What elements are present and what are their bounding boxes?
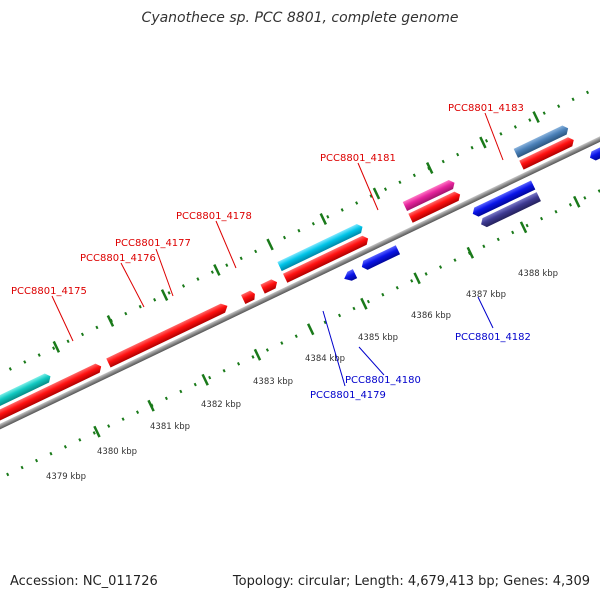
major-tick bbox=[372, 187, 381, 200]
leader-line bbox=[357, 162, 379, 211]
tick-label: 4380 kbp bbox=[97, 447, 137, 457]
cds-gene-4174[interactable] bbox=[0, 362, 103, 437]
teal-feature-4174[interactable] bbox=[0, 372, 53, 425]
genome-rotated-group bbox=[0, 60, 600, 511]
major-tick bbox=[413, 272, 421, 285]
tick-label: 4385 kbp bbox=[358, 333, 398, 343]
cyan-feature-4178[interactable] bbox=[277, 222, 364, 272]
gene-label-4180[interactable]: PCC8801_4180 bbox=[345, 375, 421, 386]
leader-line bbox=[358, 346, 385, 376]
major-tick bbox=[479, 136, 487, 149]
gene-label-4176[interactable]: PCC8801_4176 bbox=[80, 253, 156, 264]
major-ticks bbox=[52, 111, 581, 438]
gene-label-4177[interactable]: PCC8801_4177 bbox=[115, 238, 191, 249]
major-tick bbox=[266, 238, 274, 251]
leader-line bbox=[484, 112, 504, 161]
genome-backbone bbox=[0, 102, 600, 470]
tick-labels: 4379 kbp 4380 kbp 4381 kbp 4382 kbp 4383… bbox=[46, 269, 558, 482]
major-tick bbox=[519, 221, 528, 234]
leader-line bbox=[120, 262, 145, 308]
gene-label-4182[interactable]: PCC8801_4182 bbox=[455, 332, 531, 343]
major-tick bbox=[360, 297, 368, 310]
cds-gene-4176[interactable] bbox=[241, 289, 257, 304]
tick-label: 4383 kbp bbox=[253, 377, 293, 387]
major-tick bbox=[319, 213, 328, 225]
cds-gene-4181[interactable] bbox=[408, 190, 462, 223]
genome-summary: Topology: circular; Length: 4,679,413 bp… bbox=[232, 574, 590, 589]
magenta-feature-4181[interactable] bbox=[402, 178, 457, 212]
cds-gene-4178[interactable] bbox=[282, 234, 370, 283]
cds-gene-4179[interactable] bbox=[342, 269, 358, 283]
tick-label: 4382 kbp bbox=[201, 400, 241, 410]
gene-label-4175[interactable]: PCC8801_4175 bbox=[11, 286, 87, 297]
accession-label: Accession: NC_011726 bbox=[10, 574, 158, 589]
major-tick bbox=[147, 399, 155, 412]
forward-cds-features bbox=[0, 124, 576, 437]
gene-label-4181[interactable]: PCC8801_4181 bbox=[320, 153, 396, 164]
map-title: Cyanothece sp. PCC 8801, complete genome bbox=[141, 10, 459, 26]
gene-label-4183[interactable]: PCC8801_4183 bbox=[448, 103, 524, 114]
tick-label: 4387 kbp bbox=[466, 290, 506, 300]
tick-label: 4388 kbp bbox=[518, 269, 558, 279]
reverse-cds-features bbox=[342, 128, 600, 283]
leader-line bbox=[51, 295, 74, 342]
major-tick bbox=[253, 348, 262, 361]
gene-label-4178[interactable]: PCC8801_4178 bbox=[176, 211, 252, 222]
major-tick bbox=[573, 195, 581, 208]
forward-gene-labels: PCC8801_4175 PCC8801_4176 PCC8801_4177 P… bbox=[11, 103, 524, 342]
cds-gene-4183[interactable] bbox=[519, 136, 576, 170]
major-tick bbox=[532, 111, 540, 123]
steelblue-feature-4183[interactable] bbox=[513, 124, 571, 158]
slate-feature-4182[interactable] bbox=[479, 192, 541, 229]
major-tick bbox=[425, 162, 434, 174]
gene-label-4179[interactable]: PCC8801_4179 bbox=[310, 390, 386, 401]
major-tick bbox=[93, 425, 101, 438]
tick-label: 4381 kbp bbox=[150, 422, 190, 432]
major-tick bbox=[201, 373, 209, 386]
cds-gene-4175[interactable] bbox=[106, 301, 229, 368]
leader-line bbox=[215, 220, 237, 269]
leader-line bbox=[322, 310, 346, 387]
cds-gene-4182[interactable] bbox=[471, 180, 536, 218]
leader-line bbox=[477, 296, 494, 329]
reverse-gene-labels: PCC8801_4179 PCC8801_4180 PCC8801_4182 bbox=[310, 296, 531, 401]
major-tick bbox=[106, 315, 115, 327]
leader-line bbox=[155, 248, 174, 297]
major-tick bbox=[213, 264, 221, 276]
tick-label: 4384 kbp bbox=[305, 354, 345, 364]
tick-label: 4379 kbp bbox=[46, 472, 86, 482]
major-tick bbox=[466, 246, 475, 259]
cds-gene-4177[interactable] bbox=[260, 278, 279, 294]
major-tick bbox=[306, 323, 315, 336]
major-tick bbox=[52, 340, 61, 353]
tick-label: 4386 kbp bbox=[411, 311, 451, 321]
cds-gene-4180[interactable] bbox=[360, 245, 401, 271]
major-tick bbox=[160, 289, 169, 301]
